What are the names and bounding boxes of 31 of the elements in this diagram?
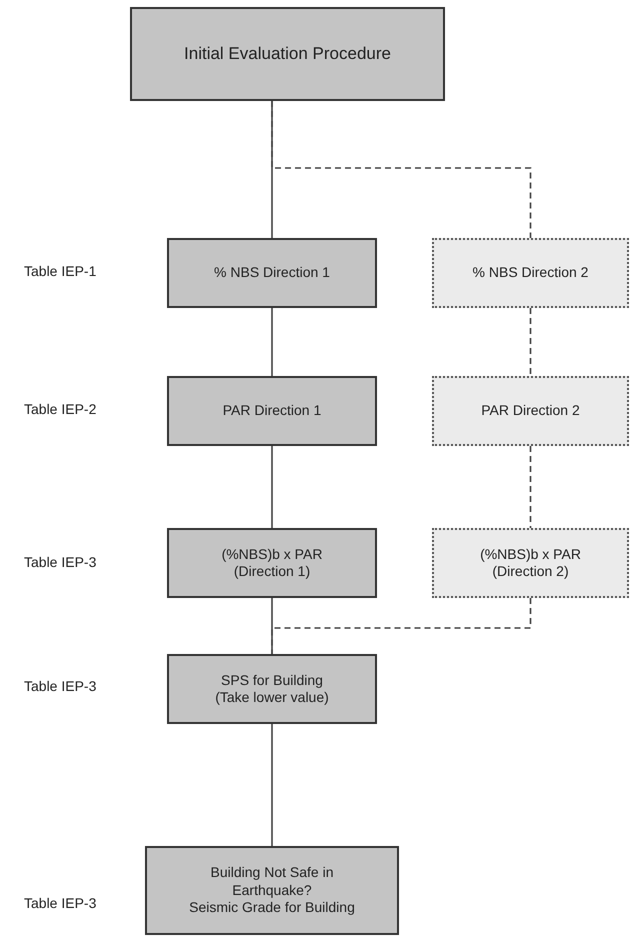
box-label: PAR Direction 1 [222, 402, 322, 420]
process-box [167, 654, 377, 724]
process-box [130, 7, 445, 101]
process-box [432, 528, 629, 598]
connector-line [530, 308, 532, 376]
connector-line [271, 308, 273, 376]
table-reference: Table IEP-3 [24, 895, 96, 911]
table-reference: Table IEP-3 [24, 554, 96, 570]
connector-line [271, 101, 273, 238]
box-label: PAR Direction 2 [481, 402, 580, 420]
connector-line [530, 446, 532, 528]
box-label: (%NBS)b x PAR (Direction 2) [479, 546, 582, 580]
process-box [145, 846, 399, 935]
table-reference: Table IEP-1 [24, 263, 96, 279]
table-reference: Table IEP-3 [24, 678, 96, 694]
box-label: % NBS Direction 1 [214, 264, 330, 282]
process-box [432, 238, 629, 308]
process-box [167, 528, 377, 598]
box-label: Seismic Grade for Building [189, 899, 355, 917]
box-label: (%NBS)b x PAR (Direction 1) [220, 546, 324, 580]
box-label: Building Not Safe in Earthquake? [210, 864, 334, 900]
box-label: Initial Evaluation Procedure [184, 43, 391, 65]
box-label: SPS for Building (Take lower value) [214, 672, 330, 706]
connector-line [271, 598, 273, 654]
box-label: % NBS Direction 2 [472, 264, 588, 282]
process-box [432, 376, 629, 446]
table-reference: Table IEP-2 [24, 401, 96, 417]
connector-line [271, 724, 273, 846]
connector-line [271, 446, 273, 528]
process-box [167, 238, 377, 308]
process-box [167, 376, 377, 446]
